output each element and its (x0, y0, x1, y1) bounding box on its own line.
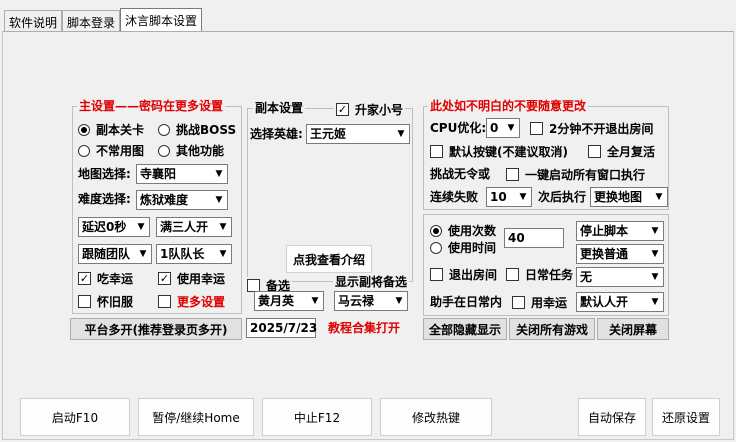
stop-button[interactable]: 中止F12 (262, 398, 372, 436)
chevron-down-icon: ▼ (393, 125, 409, 143)
hero-label: 选择英雄: (250, 127, 303, 141)
radio-boss[interactable]: 挑战BOSS (158, 121, 236, 138)
chevron-down-icon: ▼ (651, 188, 667, 206)
tab-bar: 软件说明 脚本登录 沐言脚本设置 (4, 8, 203, 32)
chevron-down-icon: ▼ (215, 245, 231, 263)
consecutive-fail-select[interactable]: 10▼ (486, 187, 532, 207)
hide-all-button[interactable]: 全部隐藏显示 (423, 318, 507, 340)
main-settings-title: 主设置——密码在更多设置 (77, 99, 226, 113)
chevron-down-icon: ▼ (503, 119, 519, 137)
dungeon-settings-title: 副本设置 (253, 101, 306, 115)
pause-button[interactable]: 暂停/继续Home (138, 398, 254, 436)
chevron-down-icon: ▼ (133, 218, 149, 236)
chevron-down-icon: ▼ (647, 268, 663, 286)
hero-select[interactable]: 王元姬▼ (306, 124, 410, 144)
map-select[interactable]: 寺襄阳▼ (136, 164, 228, 184)
helper-daily-label: 助手在日常内 (430, 295, 503, 309)
restore-button[interactable]: 还原设置 (652, 398, 720, 436)
autosave-button[interactable]: 自动保存 (578, 398, 646, 436)
change-normal-select[interactable]: 更换普通▼ (576, 244, 664, 264)
multi-open-button[interactable]: 平台多开(推荐登录页多开) (70, 318, 242, 340)
start-button[interactable]: 启动F10 (20, 398, 130, 436)
challenge-no-order-label: 挑战无令或 (430, 167, 491, 181)
difficulty-select[interactable]: 炼狱难度▼ (136, 190, 228, 210)
consecutive-fail-label: 连续失败 (430, 190, 479, 204)
date-field[interactable]: 2025/7/23 (246, 318, 317, 338)
exit-room-2min-checkbox[interactable]: 2分钟不开退出房间 (530, 120, 653, 137)
stop-script-select[interactable]: 停止脚本▼ (576, 221, 664, 241)
chevron-down-icon: ▼ (391, 292, 407, 310)
after-execute-select[interactable]: 更换地图▼ (590, 187, 668, 207)
hotkey-button[interactable]: 修改热键 (380, 398, 492, 436)
check-icon: ✓ (78, 272, 91, 285)
radio-use-time[interactable]: 使用时间 (430, 239, 496, 256)
chevron-down-icon: ▼ (215, 218, 231, 236)
upgrade-alt-checkbox[interactable]: ✓升家小号 (334, 101, 406, 118)
show-backup-label: 显示副将备选 (333, 274, 410, 290)
backup-hero-1-select[interactable]: 黄月英▼ (254, 291, 324, 311)
radio-dot (430, 224, 442, 237)
tab-panel (2, 31, 734, 440)
difficulty-label: 难度选择: (78, 192, 131, 206)
start-all-windows-checkbox[interactable]: 一键启动所有窗口执行 (506, 166, 645, 183)
chevron-down-icon: ▼ (647, 222, 663, 240)
backup-checkbox[interactable]: 备选 (247, 277, 293, 294)
dungeon-settings-group (247, 108, 413, 282)
use-luck-checkbox[interactable]: ✓使用幸运 (158, 272, 226, 286)
radio-dot (78, 144, 90, 157)
view-intro-button[interactable]: 点我查看介绍 (286, 245, 372, 273)
usage-settings-group (423, 214, 669, 316)
team-full-select[interactable]: 满三人开▼ (156, 217, 232, 237)
cpu-label: CPU优化: (430, 121, 487, 135)
tab-software-info[interactable]: 软件说明 (4, 10, 63, 32)
follow-select[interactable]: 跟随团队▼ (78, 244, 152, 264)
leader-select[interactable]: 1队队长▼ (156, 244, 232, 264)
misc-settings-title: 此处如不明白的不要随意更改 (428, 99, 589, 113)
close-screen-button[interactable]: 关闭屏幕 (597, 318, 669, 340)
radio-common-map[interactable]: 不常用图 (78, 142, 144, 159)
full-moon-checkbox[interactable]: 全月复活 (588, 143, 655, 160)
chevron-down-icon: ▼ (647, 245, 663, 263)
default-open-select[interactable]: 默认人开▼ (576, 292, 664, 312)
close-games-button[interactable]: 关闭所有游戏 (509, 318, 595, 340)
chevron-down-icon: ▼ (211, 191, 227, 209)
daily-task-checkbox[interactable]: 日常任务 (506, 266, 573, 283)
after-execute-label: 次后执行 (538, 190, 587, 204)
count-input[interactable]: 40 (504, 228, 564, 248)
more-settings-checkbox[interactable]: 更多设置 (158, 293, 225, 310)
tab-muyan-settings[interactable]: 沐言脚本设置 (120, 8, 203, 32)
radio-dot (158, 144, 170, 157)
map-label: 地图选择: (78, 167, 131, 181)
radio-dot (430, 241, 442, 254)
tutorial-link[interactable]: 教程合集打开 (328, 321, 401, 335)
backup-hero-2-select[interactable]: 马云禄▼ (334, 291, 408, 311)
check-icon: ✓ (336, 103, 349, 116)
chevron-down-icon: ▼ (515, 188, 531, 206)
nostalgia-checkbox[interactable]: 怀旧服 (78, 293, 133, 310)
cpu-select[interactable]: 0▼ (486, 118, 520, 138)
radio-other[interactable]: 其他功能 (158, 142, 224, 159)
chevron-down-icon: ▼ (135, 245, 151, 263)
default-keys-checkbox[interactable]: 默认按键(不建议取消) (430, 143, 568, 160)
chevron-down-icon: ▼ (307, 292, 323, 310)
use-luck-2-checkbox[interactable]: 用幸运 (512, 294, 567, 311)
check-icon: ✓ (158, 272, 171, 285)
radio-dot (78, 123, 90, 136)
delay-select[interactable]: 延迟0秒▼ (78, 217, 150, 237)
chevron-down-icon: ▼ (211, 165, 227, 183)
radio-use-count[interactable]: 使用次数 (430, 222, 496, 239)
exit-room-checkbox[interactable]: 退出房间 (430, 266, 497, 283)
radio-chapter[interactable]: 副本关卡 (78, 121, 144, 138)
none-select[interactable]: 无▼ (576, 267, 664, 287)
chevron-down-icon: ▼ (647, 293, 663, 311)
eat-luck-checkbox[interactable]: ✓吃幸运 (78, 272, 134, 286)
radio-dot (158, 123, 170, 136)
tab-script-login[interactable]: 脚本登录 (62, 10, 121, 32)
